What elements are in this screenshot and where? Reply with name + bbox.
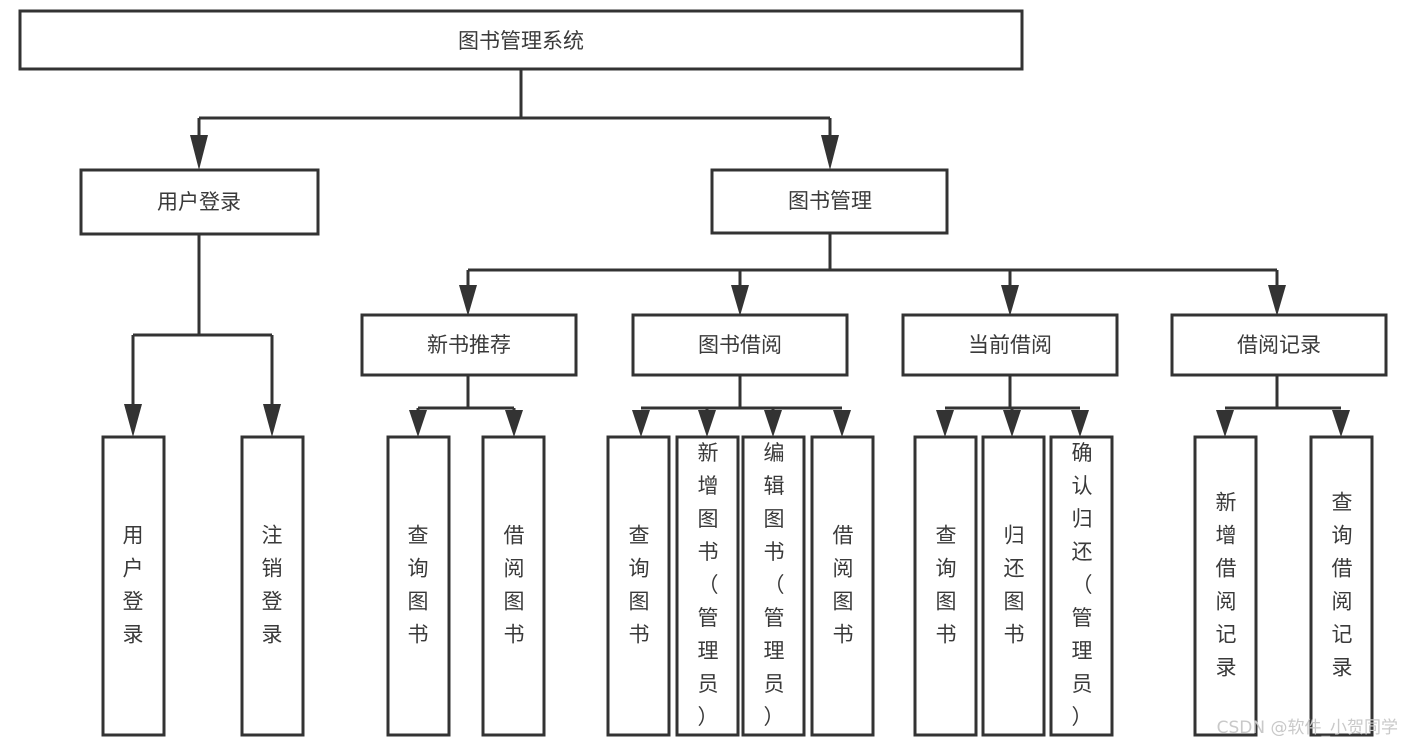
leaf-node-new-book-1[interactable]: 查询图书 (386, 435, 451, 737)
node-book-management-box (710, 168, 949, 235)
leaf-node-book-borrow-4[interactable]: 借阅图书 (810, 435, 875, 737)
arrow-head-leaf-user-login-2 (263, 404, 281, 437)
leaf-node-new-book-2-label: 借阅图书 (504, 524, 525, 647)
leaf-node-book-borrow-2-label: 新增图书（管理员） (698, 441, 719, 729)
leaf-node-current-borrow-2-label: 归还图书 (1004, 524, 1025, 647)
leaf-node-user-login-1-label: 用户登录 (123, 524, 144, 647)
leaf-node-book-borrow-1[interactable]: 查询图书 (606, 435, 671, 737)
leaf-node-book-borrow-1-box (606, 435, 671, 737)
leaf-group-book-borrow: 查询图书 新增图书（管理员） 编辑图书（管理员） 借阅图书 (606, 435, 875, 737)
node-borrow-record-label: 借阅记录 (1237, 333, 1321, 357)
leaf-node-current-borrow-3[interactable]: 确认归还（管理员） (1049, 435, 1114, 737)
arrow-head-leaf-book-borrow-4 (833, 410, 851, 437)
node-new-book-recommend-label: 新书推荐 (427, 333, 511, 357)
leaf-node-current-borrow-1-box (913, 435, 978, 737)
arrow-head-leaf-current-borrow-3 (1071, 410, 1089, 437)
node-user-login-box (79, 168, 320, 236)
node-current-borrow[interactable]: 当前借阅 (901, 313, 1119, 377)
leaf-node-borrow-record-1-box (1193, 435, 1258, 737)
node-user-login-label: 用户登录 (157, 190, 241, 214)
node-borrow-record-box (1170, 313, 1388, 377)
arrow-head-leaf-new-book-1 (409, 410, 427, 437)
leaf-node-book-borrow-4-label: 借阅图书 (833, 524, 854, 647)
arrow-head-leaf-book-borrow-1 (632, 410, 650, 437)
leaf-node-book-borrow-3-label: 编辑图书（管理员） (764, 441, 785, 729)
node-book-borrow[interactable]: 图书借阅 (631, 313, 849, 377)
leaf-node-new-book-1-box (386, 435, 451, 737)
arrow-head-leaf-borrow-record-1 (1216, 410, 1234, 437)
arrow-head-leaf-book-borrow-2 (698, 410, 716, 437)
connector-group-new-book (409, 375, 523, 437)
leaf-node-new-book-2[interactable]: 借阅图书 (481, 435, 546, 737)
arrow-head-book-mgmt (821, 135, 839, 170)
leaf-group-user-login: 用户登录 注销登录 (101, 435, 305, 737)
node-root-system[interactable]: 图书管理系统 (18, 9, 1024, 71)
leaf-node-book-borrow-2-box (675, 435, 740, 737)
leaf-node-user-login-2-label: 注销登录 (262, 524, 283, 647)
arrow-head-leaf-user-login-1 (124, 404, 142, 437)
leaf-node-current-borrow-1[interactable]: 查询图书 (913, 435, 978, 737)
leaf-node-user-login-1[interactable]: 用户登录 (101, 435, 166, 737)
arrow-head-leaf-new-book-2 (505, 410, 523, 437)
node-root-system-box (18, 9, 1024, 71)
leaf-group-borrow-record: 新增借阅记录 查询借阅记录 (1193, 435, 1374, 737)
arrow-head-leaf-borrow-record-2 (1332, 410, 1350, 437)
node-book-borrow-box (631, 313, 849, 377)
arrow-head-book-borrow (731, 285, 749, 316)
leaf-node-user-login-1-box (101, 435, 166, 737)
arrow-head-borrow-record (1268, 285, 1286, 316)
arrow-head-leaf-current-borrow-2 (1003, 410, 1021, 437)
leaf-node-current-borrow-2[interactable]: 归还图书 (981, 435, 1046, 737)
leaf-node-user-login-2-box (240, 435, 305, 737)
leaf-node-new-book-2-box (481, 435, 546, 737)
node-new-book-recommend[interactable]: 新书推荐 (360, 313, 578, 377)
leaf-node-current-borrow-2-box (981, 435, 1046, 737)
leaf-node-book-borrow-2[interactable]: 新增图书（管理员） (675, 435, 740, 737)
node-book-management-label: 图书管理 (788, 189, 872, 213)
node-borrow-record[interactable]: 借阅记录 (1170, 313, 1388, 377)
connector-group-root (190, 69, 839, 170)
arrow-head-user-login (190, 135, 208, 170)
leaf-node-new-book-1-label: 查询图书 (408, 524, 429, 647)
node-new-book-recommend-box (360, 313, 578, 377)
leaf-node-current-borrow-3-label: 确认归还（管理员） (1072, 441, 1093, 729)
leaf-node-borrow-record-2-box (1309, 435, 1374, 737)
leaf-node-borrow-record-2-label: 查询借阅记录 (1332, 491, 1353, 680)
leaf-node-book-borrow-3[interactable]: 编辑图书（管理员） (741, 435, 806, 737)
leaf-node-book-borrow-3-box (741, 435, 806, 737)
connector-group-book-borrow (632, 375, 851, 437)
leaf-node-current-borrow-3-box (1049, 435, 1114, 737)
leaf-group-current-borrow: 查询图书 归还图书 确认归还（管理员） (913, 435, 1114, 737)
connector-group-book-mgmt (459, 233, 1286, 316)
leaf-group-new-book-recommend: 查询图书 借阅图书 (386, 435, 546, 737)
leaf-node-book-borrow-1-label: 查询图书 (629, 524, 650, 647)
node-book-management[interactable]: 图书管理 (710, 168, 949, 235)
connector-group-user-login (124, 234, 281, 437)
node-book-borrow-label: 图书借阅 (698, 333, 782, 357)
leaf-node-borrow-record-1-label: 新增借阅记录 (1216, 491, 1237, 680)
connector-group-borrow-record (1216, 375, 1350, 437)
leaf-node-borrow-record-2[interactable]: 查询借阅记录 (1309, 435, 1374, 737)
leaf-node-user-login-2[interactable]: 注销登录 (240, 435, 305, 737)
node-user-login[interactable]: 用户登录 (79, 168, 320, 236)
watermark-label: CSDN @软件_小贺同学 (1217, 718, 1398, 738)
arrow-head-current-borrow (1001, 285, 1019, 316)
arrow-head-leaf-current-borrow-1 (936, 410, 954, 437)
node-root-system-label: 图书管理系统 (458, 29, 584, 53)
leaf-node-book-borrow-4-box (810, 435, 875, 737)
node-current-borrow-box (901, 313, 1119, 377)
leaf-node-current-borrow-1-label: 查询图书 (936, 524, 957, 647)
arrow-head-new-book (459, 285, 477, 316)
arrow-head-leaf-book-borrow-3 (764, 410, 782, 437)
connector-group-current-borrow (936, 375, 1089, 437)
leaf-node-borrow-record-1[interactable]: 新增借阅记录 (1193, 435, 1258, 737)
node-current-borrow-label: 当前借阅 (968, 333, 1052, 357)
